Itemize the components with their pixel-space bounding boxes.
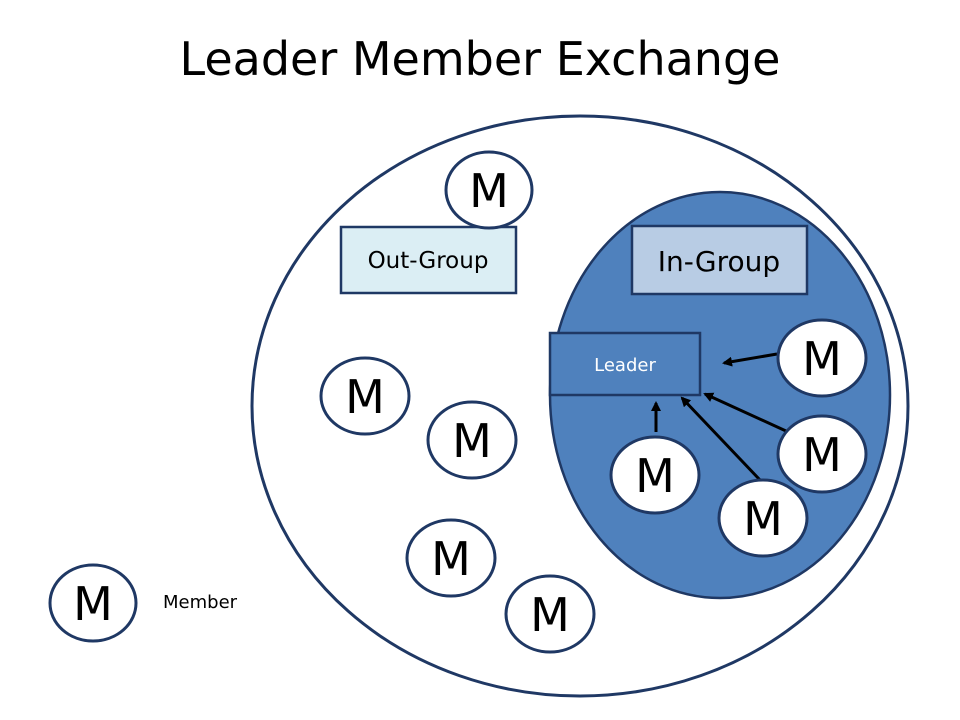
member-circle: M xyxy=(426,400,518,480)
member-circle: M xyxy=(504,574,596,654)
member-letter: M xyxy=(452,414,492,468)
legend: M Member xyxy=(48,563,238,643)
legend-member-label: Member xyxy=(163,592,238,613)
member-letter: M xyxy=(530,588,570,642)
member-circle: M xyxy=(405,518,497,598)
member-letter: M xyxy=(431,532,471,586)
legend-member-letter: M xyxy=(73,577,113,631)
leader-box: Leader xyxy=(548,331,702,397)
member-letter: M xyxy=(345,370,385,424)
member-letter: M xyxy=(469,164,509,218)
member-letter: M xyxy=(802,428,842,482)
in-group-label: In-Group xyxy=(658,245,780,278)
member-circle: M xyxy=(444,150,534,230)
slide-title: Leader Member Exchange xyxy=(179,32,781,86)
arrow-member-to-leader xyxy=(722,352,778,367)
member-circle: M xyxy=(776,318,868,398)
member-circle: M xyxy=(717,478,809,558)
member-circle: M xyxy=(319,356,411,436)
out-group-label: Out-Group xyxy=(368,248,489,274)
in-group-box: In-Group xyxy=(630,224,809,296)
member-letter: M xyxy=(743,492,783,546)
arrow-member-to-leader xyxy=(703,392,787,433)
out-group-box: Out-Group xyxy=(339,225,518,295)
legend-member-circle: M xyxy=(48,563,138,643)
arrow-member-to-leader xyxy=(680,396,762,482)
member-letter: M xyxy=(635,449,675,503)
member-letter: M xyxy=(802,332,842,386)
member-circle: M xyxy=(609,435,701,515)
member-circle: M xyxy=(776,414,868,494)
leader-label: Leader xyxy=(594,355,656,376)
